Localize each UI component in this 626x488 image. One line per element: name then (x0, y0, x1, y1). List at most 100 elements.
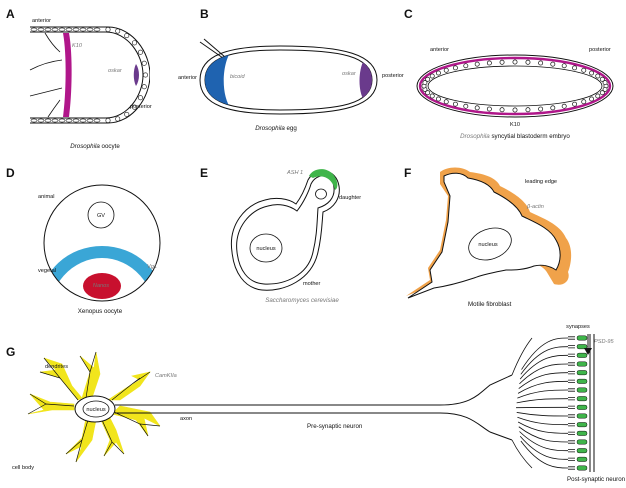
fibroblast-nucleus (468, 227, 512, 261)
panel-letter-a: A (6, 7, 15, 21)
blastoderm-nucleus (538, 60, 544, 66)
follicle-cell (86, 27, 94, 32)
follicle-cell (137, 49, 143, 55)
panel-e-caption: Saccharomyces cerevisiae (265, 297, 339, 304)
follicle-cell (58, 118, 66, 123)
blastoderm-nucleus (443, 67, 449, 73)
psd95-synapses (576, 334, 595, 472)
panel-d-nanos-label: Nanos (93, 283, 109, 289)
panel-e-mother-label: mother (303, 281, 321, 287)
panel-f-nucleus-label: nucleus (478, 242, 497, 248)
daughter-nucleus (315, 188, 327, 200)
psd95-spine (576, 396, 588, 402)
panel-a-anterior-label: anterior (32, 18, 51, 24)
panel-c-caption: Drosophila syncytial blastoderm embryo (460, 133, 570, 140)
panel-c-k10-label: K10 (510, 122, 520, 128)
panel-d-vegetal-label: vegetal (38, 268, 56, 274)
nanos-localization (83, 273, 121, 299)
panel-g-camkiia-label: CamKIIa (155, 373, 177, 379)
blastoderm-nucleus (425, 90, 431, 96)
psd95-spine (576, 456, 588, 462)
panel-b-egg-diagram: anterior bicoid oskar posterior Drosophi… (178, 38, 404, 132)
blastoderm-nucleus (486, 60, 492, 66)
panel-e-nucleus-label: nucleus (256, 246, 275, 252)
psd95-spine (576, 335, 588, 341)
blastoderm-nucleus (602, 80, 608, 86)
blastoderm-nucleus (499, 107, 505, 113)
follicle-cell (51, 118, 59, 123)
follicle-cell (37, 118, 45, 123)
axon-terminals (511, 336, 575, 470)
panel-f-caption: Motile fibroblast (468, 301, 512, 308)
follicle-cell (141, 84, 147, 90)
follicle-cell (115, 116, 121, 122)
follicle-cell (30, 118, 38, 123)
panel-d-vg1-label: Vg1 (147, 264, 157, 270)
panel-b-caption: Drosophila egg (255, 125, 297, 132)
panel-letter-d: D (6, 166, 15, 180)
follicle-cell (105, 118, 111, 124)
follicle-cell (65, 27, 73, 32)
follicle-cell (79, 27, 87, 32)
panel-a-oocyte-diagram: anterior K10 oskar posterior Drosophila … (29, 18, 152, 150)
follicle-cell (79, 118, 87, 123)
oskar-localization (133, 64, 139, 86)
panel-e-yeast-diagram: nucleus ASH 1 daughter mother Saccharomy… (230, 169, 361, 304)
blastoderm-nucleus (550, 105, 556, 111)
blastoderm-nuclei (421, 59, 609, 113)
blastoderm-nucleus (429, 93, 435, 99)
panel-c-posterior-label: posterior (589, 47, 611, 53)
panel-g-nucleus-label: nucleus (86, 407, 105, 413)
psd95-spine (576, 422, 588, 428)
ash1-localization (309, 169, 338, 190)
dendrite-outlines (27, 351, 161, 463)
blastoderm-nucleus (425, 76, 431, 82)
blastoderm-nucleus (512, 107, 518, 113)
panel-a-posterior-label: posterior (130, 104, 152, 110)
blastoderm-nucleus (595, 73, 601, 79)
blastoderm-nucleus (602, 86, 608, 92)
blastoderm-nucleus (443, 99, 449, 105)
psd95-spine (576, 361, 588, 367)
follicle-cell (86, 118, 94, 123)
panel-g-psd95-label: PSD-95 (594, 339, 614, 345)
follicle-cell (65, 118, 73, 123)
follicle-cell (141, 60, 147, 66)
panel-f-beta-actin-label: β-actin (526, 204, 544, 210)
blastoderm-nucleus (599, 90, 605, 96)
germinal-vesicle (87, 201, 115, 229)
panel-b-anterior-label: anterior (178, 75, 197, 81)
blastoderm-nucleus (435, 70, 441, 76)
blastoderm-nucleus (572, 65, 578, 71)
blastoderm-nucleus (463, 63, 469, 69)
follicle-cell (115, 28, 121, 34)
follicle-cell (124, 111, 130, 117)
blastoderm-nucleus (525, 107, 531, 113)
panel-d-xenopus-diagram: GV animal vegetal Vg1 Nanos Xenopus oocy… (38, 184, 161, 315)
panel-c-anterior-label: anterior (430, 47, 449, 53)
panel-g-pre-label: Pre-synaptic neuron (307, 423, 363, 430)
psd95-spine (576, 378, 588, 384)
blastoderm-nucleus (525, 59, 531, 65)
axon (115, 374, 513, 406)
blastoderm-nucleus (589, 70, 595, 76)
panel-c-blastoderm-diagram: anterior posterior K10 Drosophila syncyt… (416, 47, 614, 140)
blastoderm-nucleus (499, 59, 505, 65)
blastoderm-nucleus (512, 59, 518, 65)
panel-g-neuron-diagram: nucleus dendrites CamKIIa axon Pre-synap… (12, 324, 626, 483)
cell-body (74, 395, 116, 423)
follicle-cell (93, 118, 101, 123)
psd95-spine (576, 465, 588, 471)
blastoderm-nucleus (550, 61, 556, 67)
blastoderm-nucleus (422, 80, 428, 86)
blastoderm-nucleus (572, 101, 578, 107)
blastoderm-nucleus (452, 65, 458, 71)
follicle-cell (143, 72, 149, 78)
panel-letter-b: B (200, 7, 209, 21)
panel-e-daughter-label: daughter (339, 195, 361, 201)
k10-localization (63, 33, 72, 117)
psd95-spine (576, 370, 588, 376)
panel-g-synapses-label: synapses (566, 324, 590, 330)
